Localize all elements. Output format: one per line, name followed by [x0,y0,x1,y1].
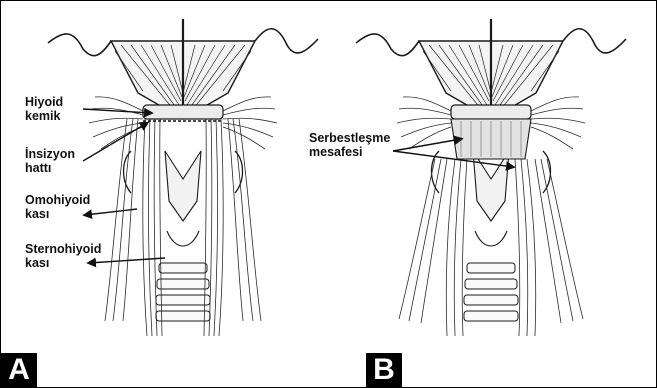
label-hyoid-bone: Hiyoid kemik [25,95,63,123]
leader-arrows [83,109,513,263]
label-release-distance: Serbestleşme mesafesi [309,131,390,159]
panel-a-badge: A [1,353,37,387]
label-omohyoid: Omohiyoid kası [25,193,90,221]
panel-b-drawing [356,19,626,336]
arrow-omohyoid [85,209,137,215]
panel-b-badge: B [366,353,402,387]
arrow-release-1 [393,139,461,151]
panel-a-drawing [48,19,318,336]
label-incision-line: İnsizyon hattı [25,147,75,175]
label-sternohyoid: Sternohiyoid kası [25,242,101,270]
